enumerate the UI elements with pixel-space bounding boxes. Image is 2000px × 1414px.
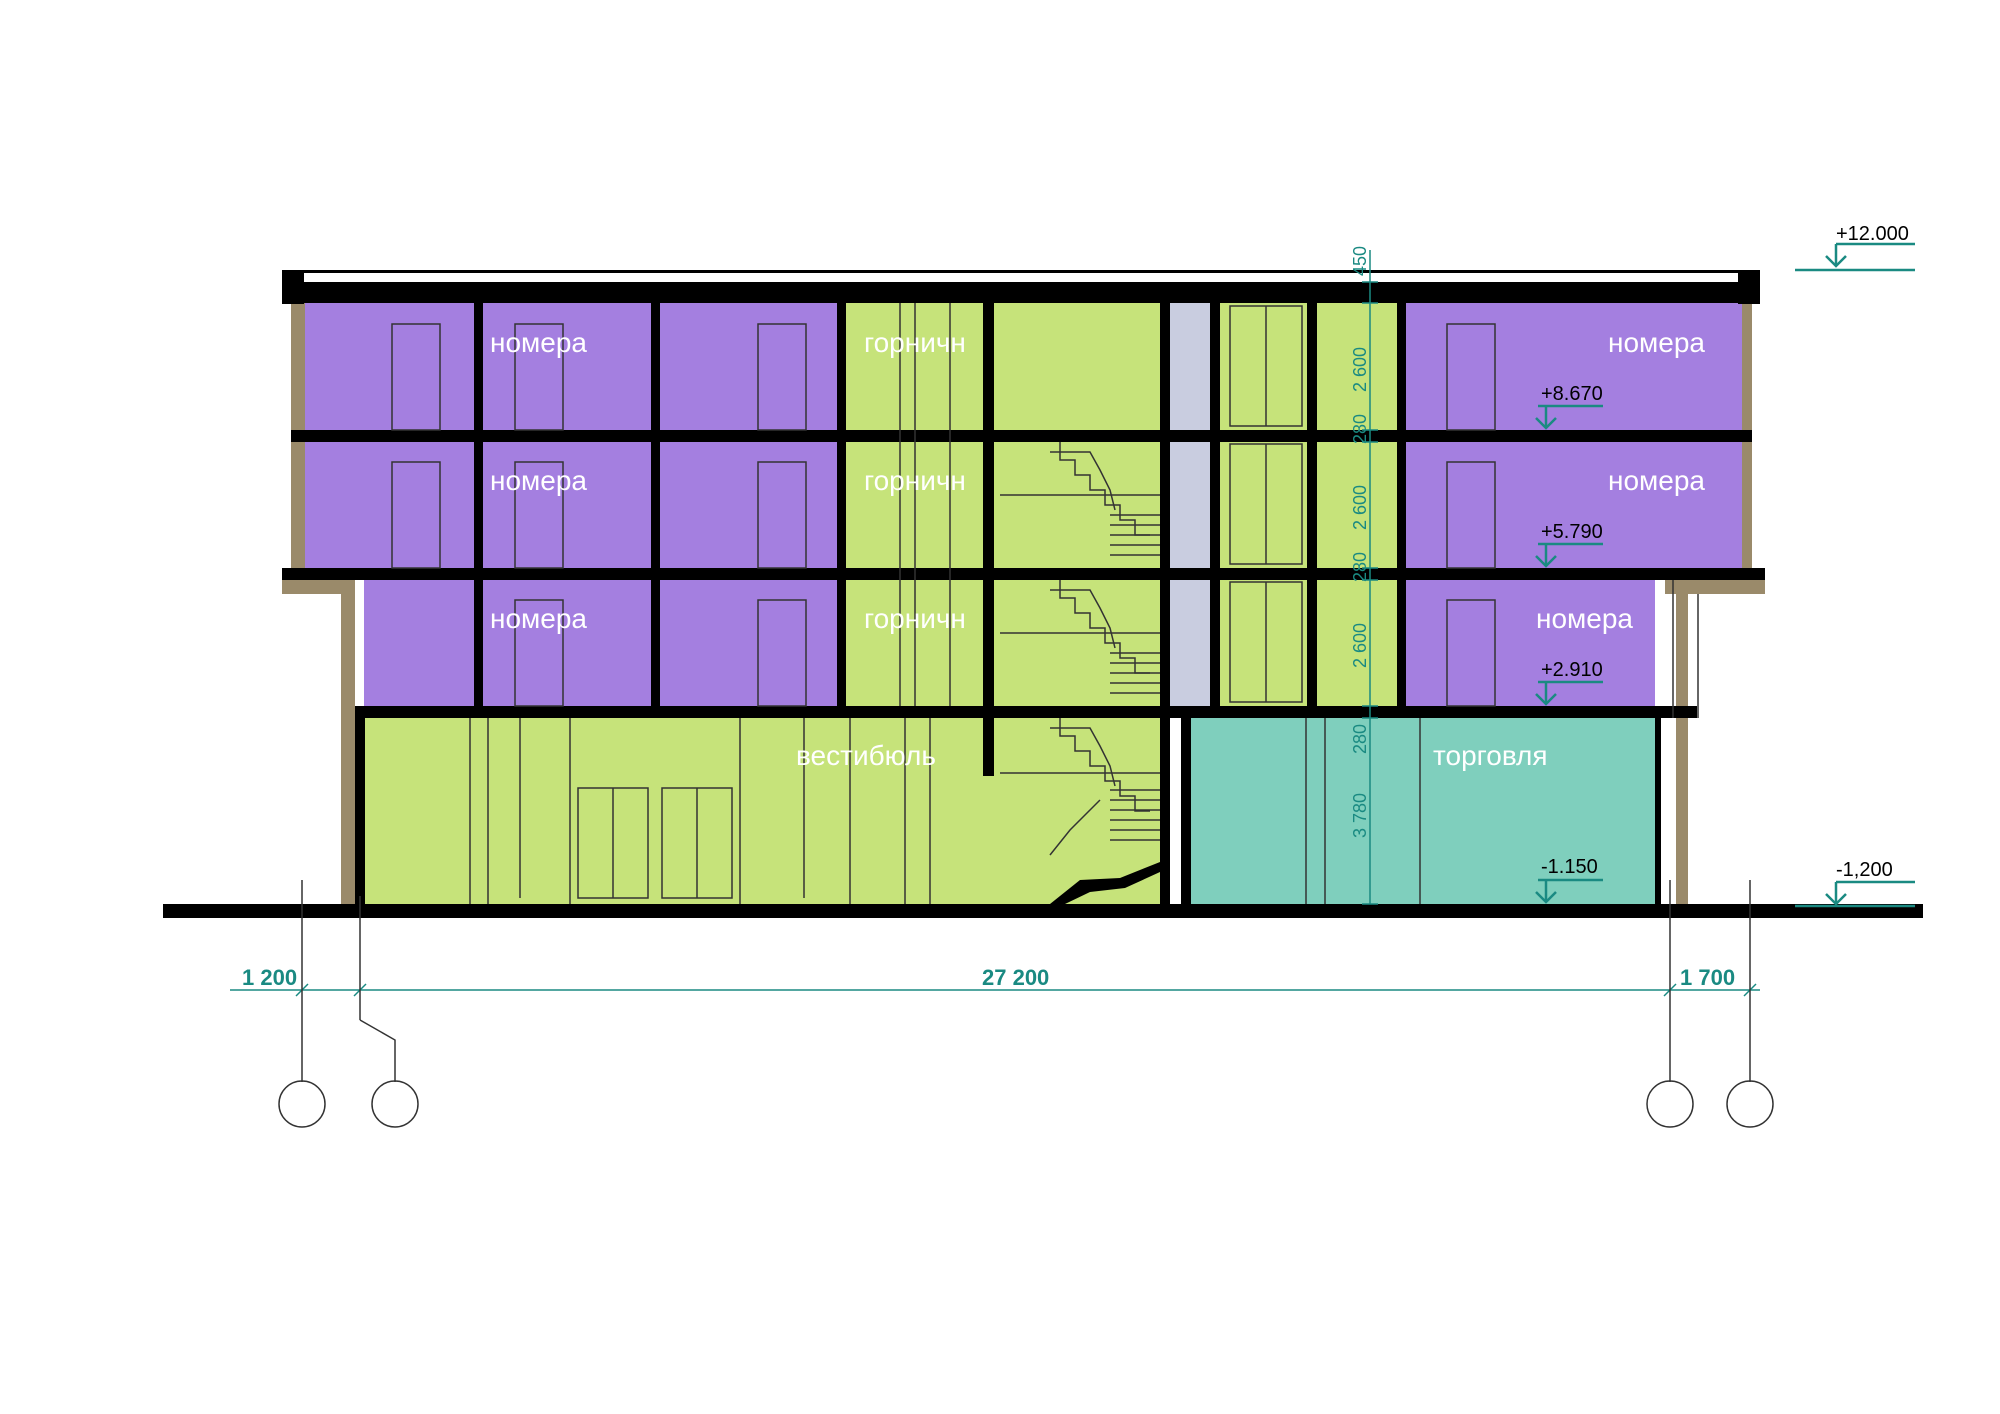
level-labels: +12.000 +8.670 +5.790 +2.910 -1.150 -1,2…: [1541, 223, 1909, 881]
shaft-floor4: [1169, 303, 1210, 430]
door-f4-1: [391, 323, 441, 431]
room-fills: [305, 303, 1742, 904]
label-retail: торговля: [1433, 740, 1548, 771]
label-rooms-f2-right: номера: [1536, 603, 1633, 634]
door-f3-3: [757, 461, 807, 569]
structure: [163, 270, 1923, 918]
door-f3-1: [391, 461, 441, 569]
label-rooms-f3-left: номера: [490, 465, 587, 496]
rooms-floor2-right: [1405, 580, 1655, 706]
dim-main: 27 200: [982, 965, 1049, 990]
level-marks: [1535, 242, 1915, 908]
level-ground: -1,200: [1836, 859, 1893, 881]
wall-right-lower: [1676, 580, 1688, 904]
axis-bubble-4: [1726, 1080, 1774, 1128]
stair-base: [1050, 862, 1160, 904]
label-lobby: вестибюль: [796, 740, 936, 771]
door-f4-3: [757, 323, 807, 431]
rooms-floor3-left: [305, 442, 837, 568]
parapet-right: [1738, 270, 1760, 304]
wall-left-lower: [341, 580, 355, 904]
label-rooms-f4-left: номера: [490, 327, 587, 358]
column-6: [1160, 303, 1170, 904]
room-labels: номера горничн номера номера горничн ном…: [490, 327, 1705, 771]
column-8: [1210, 303, 1220, 706]
door-f4-4: [1446, 323, 1496, 431]
slab-floor4: [291, 430, 1752, 442]
column-7: [1181, 718, 1191, 904]
dim-s4: 280: [1350, 414, 1370, 444]
rooms-floor2-left: [364, 580, 837, 706]
parapet-left: [282, 270, 304, 304]
parapet-cap: [282, 270, 1760, 273]
column-3: [651, 303, 660, 706]
level-floor3: +5.790: [1541, 521, 1603, 543]
axis-bubble-3: [1646, 1080, 1694, 1128]
level-floor4: +8.670: [1541, 383, 1603, 405]
label-service-f3: горничн: [864, 465, 966, 496]
door-f2-2: [757, 599, 807, 707]
dim-s2: 280: [1350, 724, 1370, 754]
label-rooms-f3-right: номера: [1608, 465, 1705, 496]
stairs: [1000, 442, 1160, 856]
axis-bubble-1: [278, 1080, 326, 1128]
cantilever-left: [282, 580, 352, 594]
horizontal-dimension-labels: 1 200 27 200 1 700: [242, 965, 1735, 990]
service-floor4: [837, 303, 1169, 430]
dim-h2: 2 600: [1350, 623, 1370, 668]
column-1: [355, 718, 365, 904]
rooms-floor4-right: [1405, 303, 1742, 430]
dim-parapet: 450: [1350, 246, 1370, 276]
dim-right: 1 700: [1680, 965, 1735, 990]
column-11: [1655, 718, 1661, 904]
rooms-floor3-right: [1405, 442, 1742, 568]
slab-floor2: [355, 706, 1697, 718]
door-f3-4: [1446, 461, 1496, 569]
label-rooms-f2-left: номера: [490, 603, 587, 634]
door-f4-2: [514, 323, 564, 431]
dim-h1: 3 780: [1350, 793, 1370, 838]
slab-floor3: [282, 568, 1765, 580]
dim-s3: 280: [1350, 552, 1370, 582]
door-f2-1: [514, 599, 564, 707]
level-roof: +12.000: [1836, 223, 1909, 245]
lobby-floor1: [364, 718, 1169, 904]
column-4: [837, 303, 846, 706]
column-10: [1397, 303, 1406, 706]
door-f3-2: [514, 461, 564, 569]
grid-axes: [278, 880, 1774, 1128]
cantilever-right: [1665, 580, 1765, 594]
vertical-dimension-chain: [1362, 250, 1378, 905]
rooms-floor4-left: [305, 303, 837, 430]
roof-slab: [282, 282, 1760, 303]
label-rooms-f4-right: номера: [1608, 327, 1705, 358]
column-5: [983, 303, 994, 776]
level-floor1: -1.150: [1541, 856, 1598, 878]
door-f2-3: [1446, 599, 1496, 707]
shaft-floor3: [1169, 442, 1210, 568]
label-service-f2: горничн: [864, 603, 966, 634]
ground-line: [163, 904, 1923, 918]
dim-h3: 2 600: [1350, 485, 1370, 530]
label-service-f4: горничн: [864, 327, 966, 358]
column-2: [474, 303, 483, 706]
column-9: [1307, 303, 1317, 706]
vertical-dimension-labels: 450 2 600 280 2 600 280 2 600 280 3 780: [1350, 246, 1370, 838]
dim-left: 1 200: [242, 965, 297, 990]
interior-detail-lines: [391, 303, 1699, 904]
retail-floor1: [1190, 718, 1655, 904]
dim-h4: 2 600: [1350, 347, 1370, 392]
axis-bubble-2: [371, 1080, 419, 1128]
level-floor2: +2.910: [1541, 659, 1603, 681]
shaft-floor2: [1169, 580, 1210, 706]
